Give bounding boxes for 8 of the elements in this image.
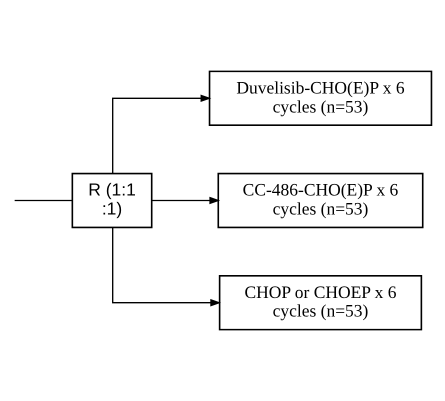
node-box: Duvelisib-CHO(E)P x 6 cycles (n=53) <box>208 70 432 126</box>
arrow <box>152 196 220 204</box>
node-box: CHOP or CHOEP x 6 cycles (n=53) <box>218 275 422 330</box>
connector <box>14 200 72 202</box>
arrow <box>112 228 222 306</box>
node-box: CC-486-CHO(E)P x 6 cycles (n=53) <box>217 172 424 228</box>
arrow <box>112 94 212 174</box>
node-box: R (1:1:1) <box>72 172 152 228</box>
